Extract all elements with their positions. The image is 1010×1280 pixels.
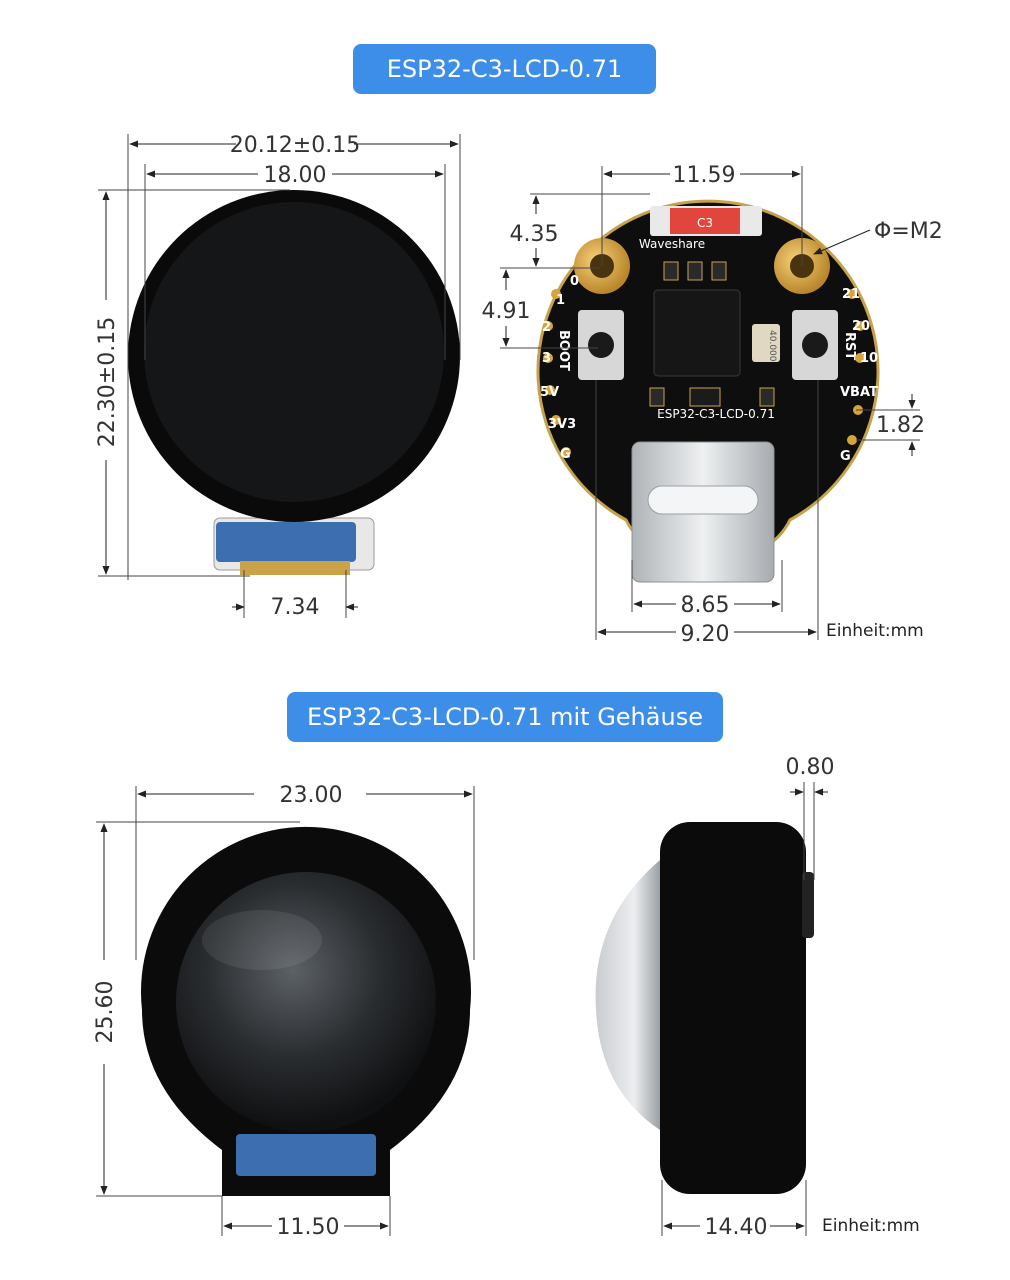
dim-hole-to-button: 4.91: [482, 299, 531, 324]
pin-label-right-21: 21: [842, 287, 860, 302]
dim-screen-height: 22.30±0.15: [95, 317, 120, 447]
screen-dimensions: 20.12±0.15 18.00 22.30±0.15 7.34: [95, 133, 461, 620]
dim-screen-connector-width: 7.34: [271, 595, 320, 620]
screen-active-area: [144, 202, 444, 502]
pin-label-left-0: 0: [570, 274, 579, 289]
dim-pcb-bottom-width: 9.20: [681, 622, 730, 647]
pin-label-left-1: 1: [556, 293, 565, 308]
dim-screen-active-width: 18.00: [264, 163, 327, 188]
dim-case-base-width: 11.50: [277, 1215, 340, 1240]
pin-label-left-g: G: [560, 447, 571, 462]
case-side-rear-button: [802, 872, 814, 938]
dim-hole-spacing: 11.59: [673, 163, 736, 188]
dim-hole-type: Φ=M2: [874, 219, 943, 244]
crystal-mark: 40.000: [767, 330, 777, 362]
mcu-chip: [653, 289, 741, 377]
title-banner-bottom: ESP32-C3-LCD-0.71 mit Gehäuse: [287, 692, 723, 742]
case-side-dome: [595, 860, 660, 1130]
boot-button: [588, 332, 614, 358]
pin-label-left-5v: 5V: [540, 385, 559, 400]
model-silkscreen: ESP32-C3-LCD-0.71: [657, 407, 775, 421]
dim-case-height: 25.60: [93, 981, 118, 1044]
pin-label-right-20: 20: [852, 319, 870, 334]
pin-label-right-g: G: [840, 449, 851, 464]
pin-label-right-vbat: VBAT: [840, 385, 878, 400]
dim-case-depth: 14.40: [705, 1215, 768, 1240]
screen-fpc-connector: [216, 522, 356, 562]
dim-case-width: 23.00: [280, 783, 343, 808]
dim-hole-top-offset: 4.35: [510, 222, 559, 247]
lens-highlight: [202, 910, 322, 970]
pin-label-left-2: 2: [542, 320, 551, 335]
dim-pin-pitch: 1.82: [876, 413, 925, 438]
case-side-view: [595, 822, 814, 1194]
case-side-dimensions: 0.80 14.40 Einheit:mm: [661, 755, 920, 1240]
pin-label-left-3v3: 3V3: [548, 417, 576, 432]
dim-screen-outer-width: 20.12±0.15: [230, 133, 360, 158]
usb-c-opening: [647, 485, 759, 515]
dim-usb-width: 8.65: [681, 593, 730, 618]
brand-silkscreen: Waveshare: [639, 237, 705, 251]
pin-label-right-10: 10: [860, 351, 878, 366]
case-lens: [176, 872, 436, 1132]
screen-flex-tail: [240, 561, 350, 575]
case-front-view: [140, 826, 472, 1196]
c3-logo-icon: [670, 208, 740, 234]
screen-module: [128, 190, 460, 575]
case-window-connector: [236, 1134, 376, 1176]
boot-label: BOOT: [556, 330, 571, 371]
c3-logo-text: C3: [697, 216, 713, 230]
unit-label-top: Einheit:mm: [826, 621, 924, 641]
pcb-board: C3 Waveshare 40.000 BOOT RST ESP32-C3-LC…: [536, 199, 880, 583]
crystal: [752, 324, 780, 362]
rst-button: [802, 332, 828, 358]
dim-case-rear-protrusion: 0.80: [786, 755, 835, 780]
pin-label-left-3: 3: [542, 351, 551, 366]
case-front-dimensions: 23.00 25.60 11.50: [93, 783, 475, 1240]
title-banner-top: ESP32-C3-LCD-0.71: [353, 44, 656, 94]
pcb-dimensions: 11.59 4.35 4.91 Φ=M2 1.82 8.65 9.20 Einh…: [482, 163, 943, 647]
case-side-shell: [660, 822, 806, 1194]
rst-label: RST: [842, 332, 857, 360]
unit-label-bottom: Einheit:mm: [822, 1216, 920, 1236]
